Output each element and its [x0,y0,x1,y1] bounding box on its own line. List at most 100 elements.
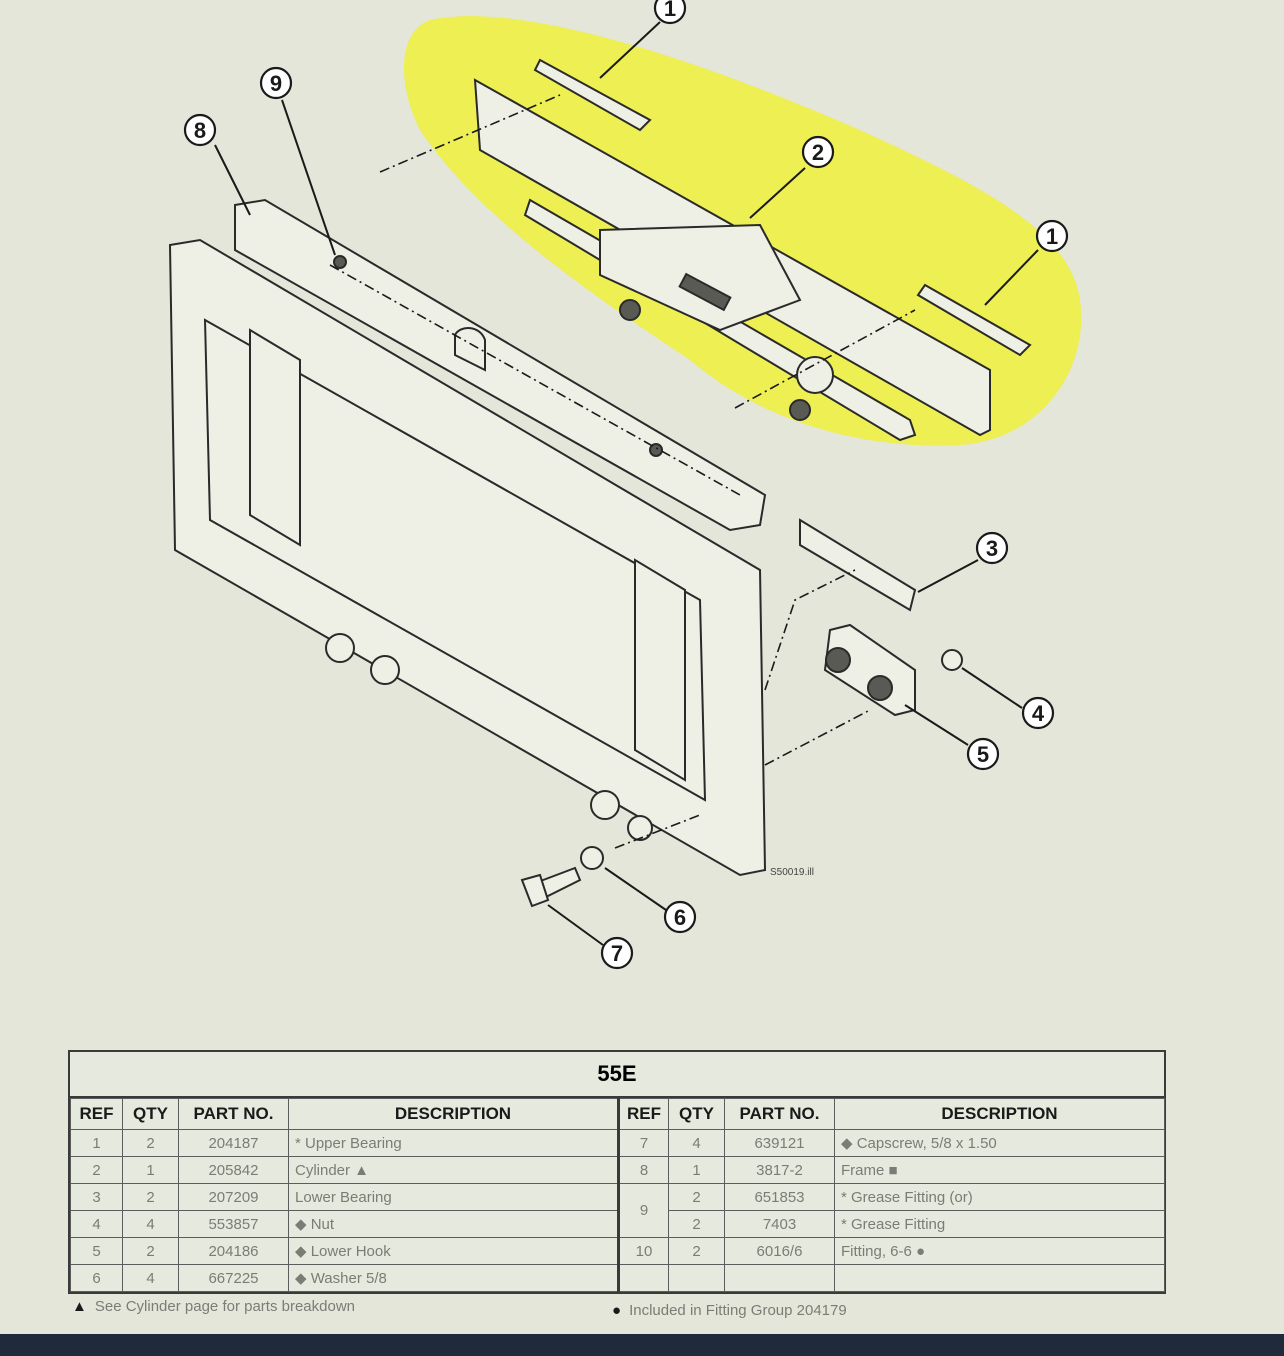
svg-text:6: 6 [674,905,686,930]
cylinder-assembly [473,58,1032,442]
cell-description: * Grease Fitting (or) [834,1183,1165,1211]
screen-bezel [0,1334,1284,1356]
cell-qty: 4 [122,1264,179,1292]
header-description: DESCRIPTION [288,1098,619,1130]
cell-qty: 1 [668,1156,725,1184]
cell-qty: 2 [122,1183,179,1211]
header-ref: REF [70,1098,123,1130]
cell-part-no: 553857 [178,1210,289,1238]
callout-ref-1-left: 1 [653,0,687,25]
cell-part-no: 667225 [178,1264,289,1292]
cell-ref: 10 [617,1237,669,1265]
nut-part [941,649,963,671]
cell-part-no: 204186 [178,1237,289,1265]
svg-text:9: 9 [270,71,282,96]
drawing-id-label: S50019.ill [770,867,814,878]
header-ref: REF [617,1098,669,1130]
cell-part-no: 7403 [724,1210,835,1238]
cell-ref: 3 [70,1183,123,1211]
cell-qty [668,1264,725,1292]
table-row: 3 2 207209 Lower Bearing 9 2 651853 * Gr… [70,1183,1165,1238]
cell-ref: 7 [617,1129,669,1157]
washer-part [580,846,604,870]
callout-ref-3: 3 [975,531,1009,565]
svg-text:1: 1 [1046,224,1058,249]
parts-list-table: 55E REF QTY PART NO. DESCRIPTION REF QTY… [68,1050,1166,1294]
cell-part-no: 205842 [178,1156,289,1184]
callout-ref-7: 7 [600,936,634,970]
cell-description: Cylinder ▲ [288,1156,619,1184]
cell-part-no: 3817-2 [724,1156,835,1184]
triangle-icon: ▲ [72,1298,87,1315]
cell-ref: 4 [70,1210,123,1238]
callout-ref-9: 9 [259,66,293,100]
svg-text:5: 5 [977,742,989,767]
cell-ref [617,1264,669,1292]
header-part-no: PART NO. [178,1098,289,1130]
cell-qty: 1 [122,1156,179,1184]
header-description: DESCRIPTION [834,1098,1165,1130]
cell-description: ◆ Washer 5/8 [288,1264,619,1292]
cell-qty: 2 [668,1237,725,1265]
frame-assembly [168,198,767,877]
cell-part-no: 207209 [178,1183,289,1211]
table-row: 1 2 204187 * Upper Bearing 7 4 639121 ◆ … [70,1129,1165,1157]
cell-qty: 2 [122,1237,179,1265]
cell-ref: 2 [70,1156,123,1184]
cell-qty: 4 [668,1129,725,1157]
footnote-text: Included in Fitting Group 204179 [629,1302,847,1319]
cell-ref: 9 [617,1183,669,1238]
svg-text:3: 3 [986,536,998,561]
cell-description: ◆ Lower Hook [288,1237,619,1265]
lower-bearing-part [799,518,917,612]
cell-ref: 1 [70,1129,123,1157]
svg-text:4: 4 [1032,701,1045,726]
cell-ref: 8 [617,1156,669,1184]
header-part-no: PART NO. [724,1098,835,1130]
callout-ref-5: 5 [966,737,1000,771]
cell-description: Fitting, 6-6 ● [834,1237,1165,1265]
table-row: 2 1 205842 Cylinder ▲ 8 1 3817-2 Frame ■ [70,1156,1165,1184]
cell-ref: 6 [70,1264,123,1292]
bullet-icon: ● [612,1302,622,1319]
lower-hook-part [823,623,916,717]
footnote-cylinder: ▲ See Cylinder page for parts breakdown [72,1298,355,1315]
table-title: 55E [70,1052,1164,1098]
cell-qty: 2 [668,1210,725,1238]
callout-ref-8: 8 [183,113,217,147]
callout-ref-4: 4 [1021,696,1055,730]
cell-description: ◆ Capscrew, 5/8 x 1.50 [834,1129,1165,1157]
callout-ref-6: 6 [663,900,697,934]
cell-description: Frame ■ [834,1156,1165,1184]
header-qty: QTY [122,1098,179,1130]
table-row: 5 2 204186 ◆ Lower Hook 10 2 6016/6 Fitt… [70,1237,1165,1265]
svg-text:1: 1 [664,0,676,21]
svg-text:8: 8 [194,118,206,143]
table-header-row: REF QTY PART NO. DESCRIPTION REF QTY PAR… [70,1098,1165,1130]
cell-part-no: 639121 [724,1129,835,1157]
cell-qty: 4 [122,1210,179,1238]
cell-description [834,1264,1165,1292]
callout-ref-1-right: 1 [1035,219,1069,253]
cell-ref: 5 [70,1237,123,1265]
cell-description: * Grease Fitting [834,1210,1165,1238]
exploded-parts-diagram: 1 1 2 3 4 5 6 7 8 9 S50019.ill [168,0,1082,970]
cell-part-no: 6016/6 [724,1237,835,1265]
table-row: 4 4 553857 ◆ Nut 2 7403 * Grease Fitting [70,1210,1165,1238]
capscrew-part [520,866,582,908]
footnote-fitting-group: ● Included in Fitting Group 204179 [612,1302,847,1319]
footnote-text: See Cylinder page for parts breakdown [94,1298,356,1315]
callout-ref-2: 2 [801,135,835,169]
cell-description: ◆ Nut [288,1210,619,1238]
table-row: 6 4 667225 ◆ Washer 5/8 [70,1264,1165,1292]
cell-part-no: 651853 [724,1183,835,1211]
footnotes: ▲ See Cylinder page for parts breakdown ●… [72,1298,1212,1328]
svg-text:7: 7 [611,941,623,966]
cell-qty: 2 [668,1183,725,1211]
cell-description: Lower Bearing [288,1183,619,1211]
header-qty: QTY [668,1098,725,1130]
cell-part-no [724,1264,835,1292]
svg-text:2: 2 [812,140,824,165]
cell-description: * Upper Bearing [288,1129,619,1157]
cell-part-no: 204187 [178,1129,289,1157]
